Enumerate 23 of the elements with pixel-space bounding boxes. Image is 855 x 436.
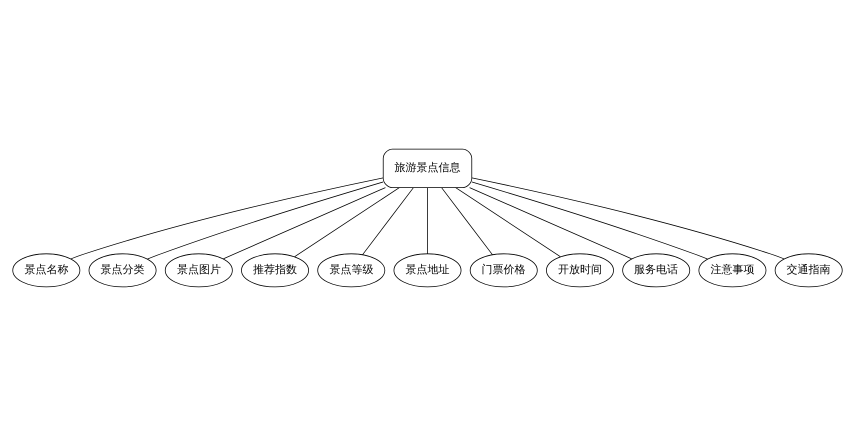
node-ellipse: 景点分类 xyxy=(88,253,156,288)
node-ellipse: 开放时间 xyxy=(546,253,614,288)
node-ellipse: 注意事项 xyxy=(698,253,766,288)
connector xyxy=(294,187,400,258)
node-ellipse: 景点名称 xyxy=(12,253,80,288)
connector xyxy=(455,187,561,258)
connector xyxy=(146,182,384,260)
connector xyxy=(427,187,428,254)
node-ellipse: 交通指南 xyxy=(774,253,843,288)
node-box: 旅游景点信息 xyxy=(382,148,472,188)
node-ellipse: 景点等级 xyxy=(317,253,386,288)
connector xyxy=(70,178,384,260)
node-ellipse: 门票价格 xyxy=(470,253,538,288)
connector xyxy=(441,187,493,255)
connector xyxy=(472,182,708,260)
connector xyxy=(362,187,414,255)
connector xyxy=(469,187,632,260)
node-ellipse: 服务电话 xyxy=(622,253,690,288)
node-ellipse: 景点图片 xyxy=(164,253,233,288)
connector xyxy=(222,187,386,260)
node-ellipse: 景点地址 xyxy=(394,253,462,288)
connector xyxy=(472,178,785,260)
node-ellipse: 推荐指数 xyxy=(241,253,309,288)
